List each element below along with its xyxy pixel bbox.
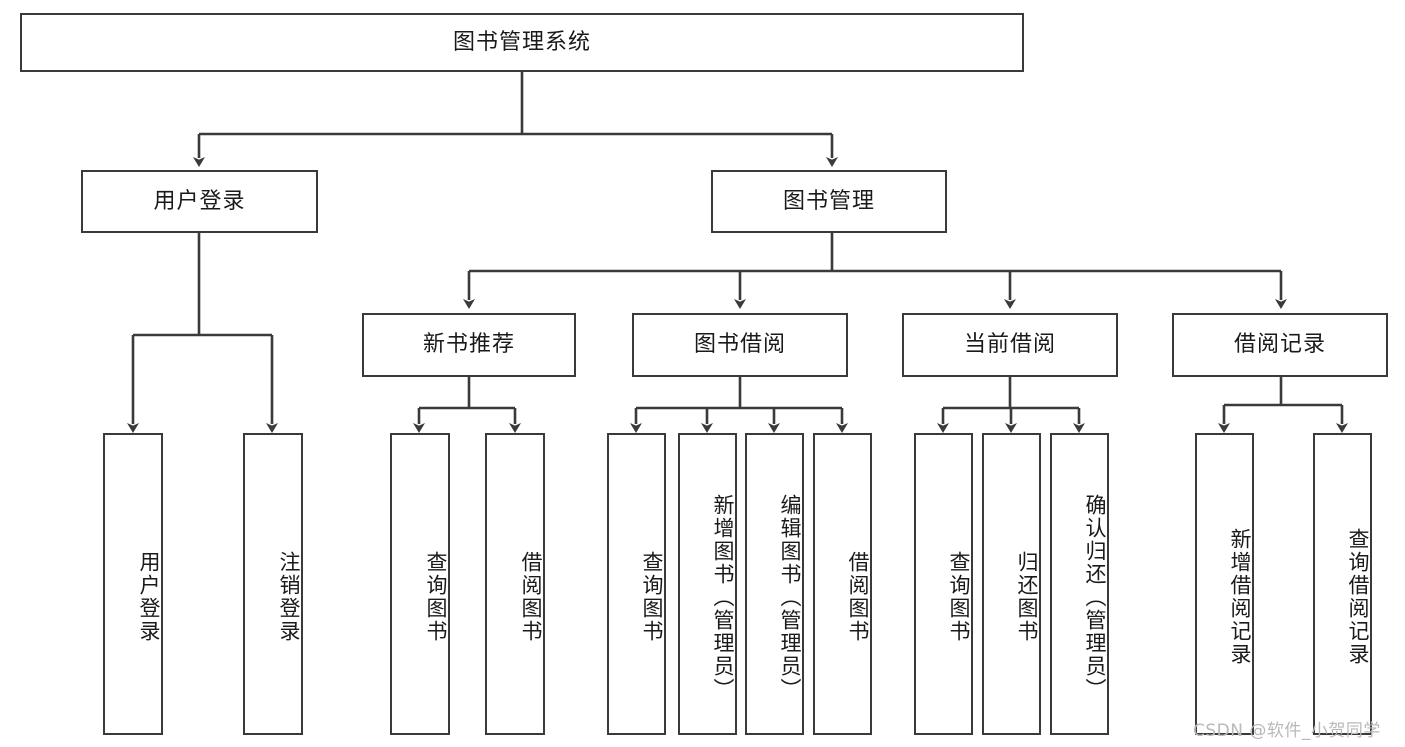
leaf-new-book-borrow[interactable]: 借阅图书 <box>485 433 545 735</box>
leaf-record-add-record[interactable]: 新增借阅记录 <box>1195 433 1254 735</box>
leaf-current-query-book[interactable]: 查询图书 <box>914 433 973 735</box>
node-book-borrow[interactable]: 图书借阅 <box>632 313 848 377</box>
node-borrow-record[interactable]: 借阅记录 <box>1172 313 1388 377</box>
leaf-borrow-edit-book[interactable]: 编辑图书（管理员） <box>745 433 804 735</box>
leaf-user-login-login[interactable]: 用户登录 <box>103 433 163 735</box>
node-label: 借阅记录 <box>1233 332 1326 358</box>
node-label: 编辑图书（管理员） <box>778 493 802 701</box>
node-label: 新增图书（管理员） <box>711 493 735 701</box>
node-label: 图书管理系统 <box>452 29 591 55</box>
node-label: 归还图书 <box>1015 551 1039 643</box>
node-book-management[interactable]: 图书管理 <box>711 170 947 233</box>
leaf-current-return-book[interactable]: 归还图书 <box>982 433 1041 735</box>
node-label: 用户登录 <box>153 188 246 214</box>
leaf-new-book-query[interactable]: 查询图书 <box>390 433 450 735</box>
node-label: 查询图书 <box>947 551 971 643</box>
leaf-user-login-logout[interactable]: 注销登录 <box>243 433 303 735</box>
leaf-borrow-add-book[interactable]: 新增图书（管理员） <box>678 433 737 735</box>
csdn-watermark: CSDN @软件_小贺同学 <box>1193 721 1381 741</box>
node-label: 用户登录 <box>137 551 161 643</box>
leaf-record-query-record[interactable]: 查询借阅记录 <box>1313 433 1372 735</box>
node-root-system[interactable]: 图书管理系统 <box>20 13 1024 72</box>
node-label: 注销登录 <box>277 551 301 643</box>
node-label: 查询借阅记录 <box>1346 528 1370 666</box>
node-label: 图书借阅 <box>693 332 786 358</box>
node-label: 新增借阅记录 <box>1228 528 1252 666</box>
node-label: 新书推荐 <box>422 332 515 358</box>
leaf-borrow-borrow-book[interactable]: 借阅图书 <box>813 433 872 735</box>
node-label: 借阅图书 <box>846 551 870 643</box>
node-label: 当前借阅 <box>963 332 1056 358</box>
node-label: 查询图书 <box>640 551 664 643</box>
node-user-login[interactable]: 用户登录 <box>81 170 318 233</box>
node-label: 查询图书 <box>424 551 448 643</box>
node-label: 借阅图书 <box>519 551 543 643</box>
leaf-borrow-query-book[interactable]: 查询图书 <box>607 433 666 735</box>
node-label: 图书管理 <box>782 188 875 214</box>
leaf-current-confirm-return[interactable]: 确认归还（管理员） <box>1050 433 1109 735</box>
node-label: 确认归还（管理员） <box>1083 493 1107 701</box>
node-new-book-recommend[interactable]: 新书推荐 <box>362 313 576 377</box>
node-current-borrow[interactable]: 当前借阅 <box>902 313 1118 377</box>
